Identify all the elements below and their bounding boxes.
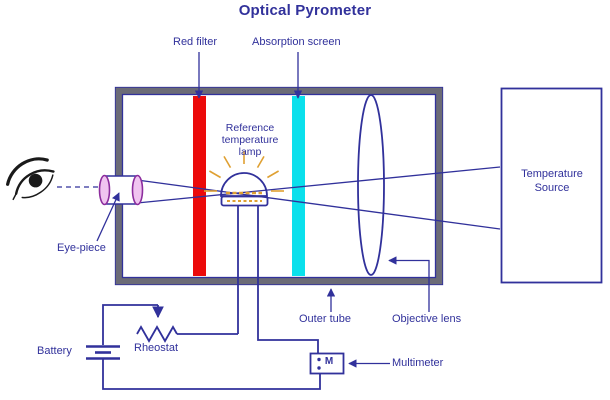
multimeter-label: Multimeter bbox=[392, 357, 444, 369]
temperature-source-box bbox=[500, 87, 603, 284]
annotation-arrows bbox=[96, 52, 430, 368]
absorption-screen-bar bbox=[292, 96, 305, 276]
rheostat-label: Rheostat bbox=[134, 342, 179, 354]
battery-label: Battery bbox=[37, 345, 72, 357]
rheostat-symbol bbox=[136, 325, 178, 343]
outer-tube bbox=[114, 86, 444, 286]
objective-lens-shape bbox=[357, 94, 385, 276]
objective-lens-label: Objective lens bbox=[392, 313, 462, 325]
eye-icon bbox=[6, 157, 55, 201]
red-filter-label: Red filter bbox=[173, 36, 218, 48]
eye-piece-shape bbox=[98, 174, 144, 206]
battery-symbol bbox=[86, 345, 120, 360]
lamp-bulb bbox=[220, 172, 268, 197]
multimeter-symbol-label: M bbox=[324, 356, 334, 367]
outer-tube-label: Outer tube bbox=[299, 313, 351, 325]
absorption-screen-label: Absorption screen bbox=[252, 36, 341, 48]
light-rays bbox=[136, 166, 501, 230]
lamp-base bbox=[220, 195, 269, 207]
reference-lamp-label: Reference temperature lamp bbox=[221, 122, 279, 159]
reference-lamp bbox=[204, 151, 284, 207]
lamp-rays bbox=[204, 151, 284, 192]
eye-piece-label: Eye-piece bbox=[57, 242, 106, 254]
page-title: Optical Pyrometer bbox=[238, 2, 372, 19]
temperature-source-label: Temperature Source bbox=[521, 168, 583, 194]
red-filter-bar bbox=[193, 96, 206, 276]
circuit-wires bbox=[102, 205, 321, 390]
multimeter-box bbox=[309, 352, 345, 375]
